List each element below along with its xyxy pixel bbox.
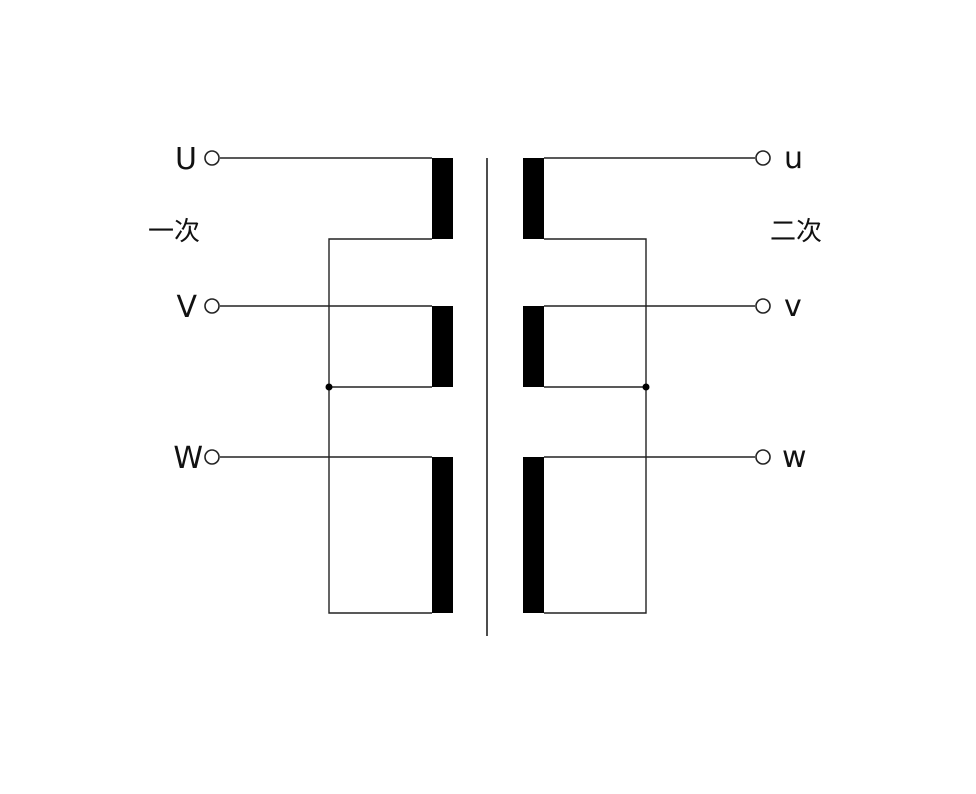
primary-neutral-junction (325, 383, 333, 391)
label-u: u (784, 141, 803, 176)
primary-wiring (220, 157, 432, 614)
secondary-terminals (755, 150, 771, 465)
primary-winding-u (432, 158, 453, 239)
secondary-winding-w (523, 457, 544, 613)
primary-winding-w (432, 457, 453, 613)
label-V: V (176, 290, 197, 325)
terminal-V[interactable] (204, 298, 220, 314)
terminal-v[interactable] (755, 298, 771, 314)
label-U: U (175, 142, 197, 177)
secondary-winding-v (523, 306, 544, 387)
primary-group-label: 一次 (148, 217, 200, 247)
primary-terminals (204, 150, 220, 465)
terminal-u[interactable] (755, 150, 771, 166)
label-w: w (782, 440, 807, 475)
secondary-wiring (544, 157, 755, 614)
secondary-neutral-junction (642, 383, 650, 391)
secondary-group-label: 二次 (770, 217, 822, 247)
terminal-w[interactable] (755, 449, 771, 465)
label-v: v (784, 289, 802, 324)
terminal-W[interactable] (204, 449, 220, 465)
primary-winding-v (432, 306, 453, 387)
label-W: W (173, 441, 203, 476)
terminal-U[interactable] (204, 150, 220, 166)
secondary-winding-u (523, 158, 544, 239)
